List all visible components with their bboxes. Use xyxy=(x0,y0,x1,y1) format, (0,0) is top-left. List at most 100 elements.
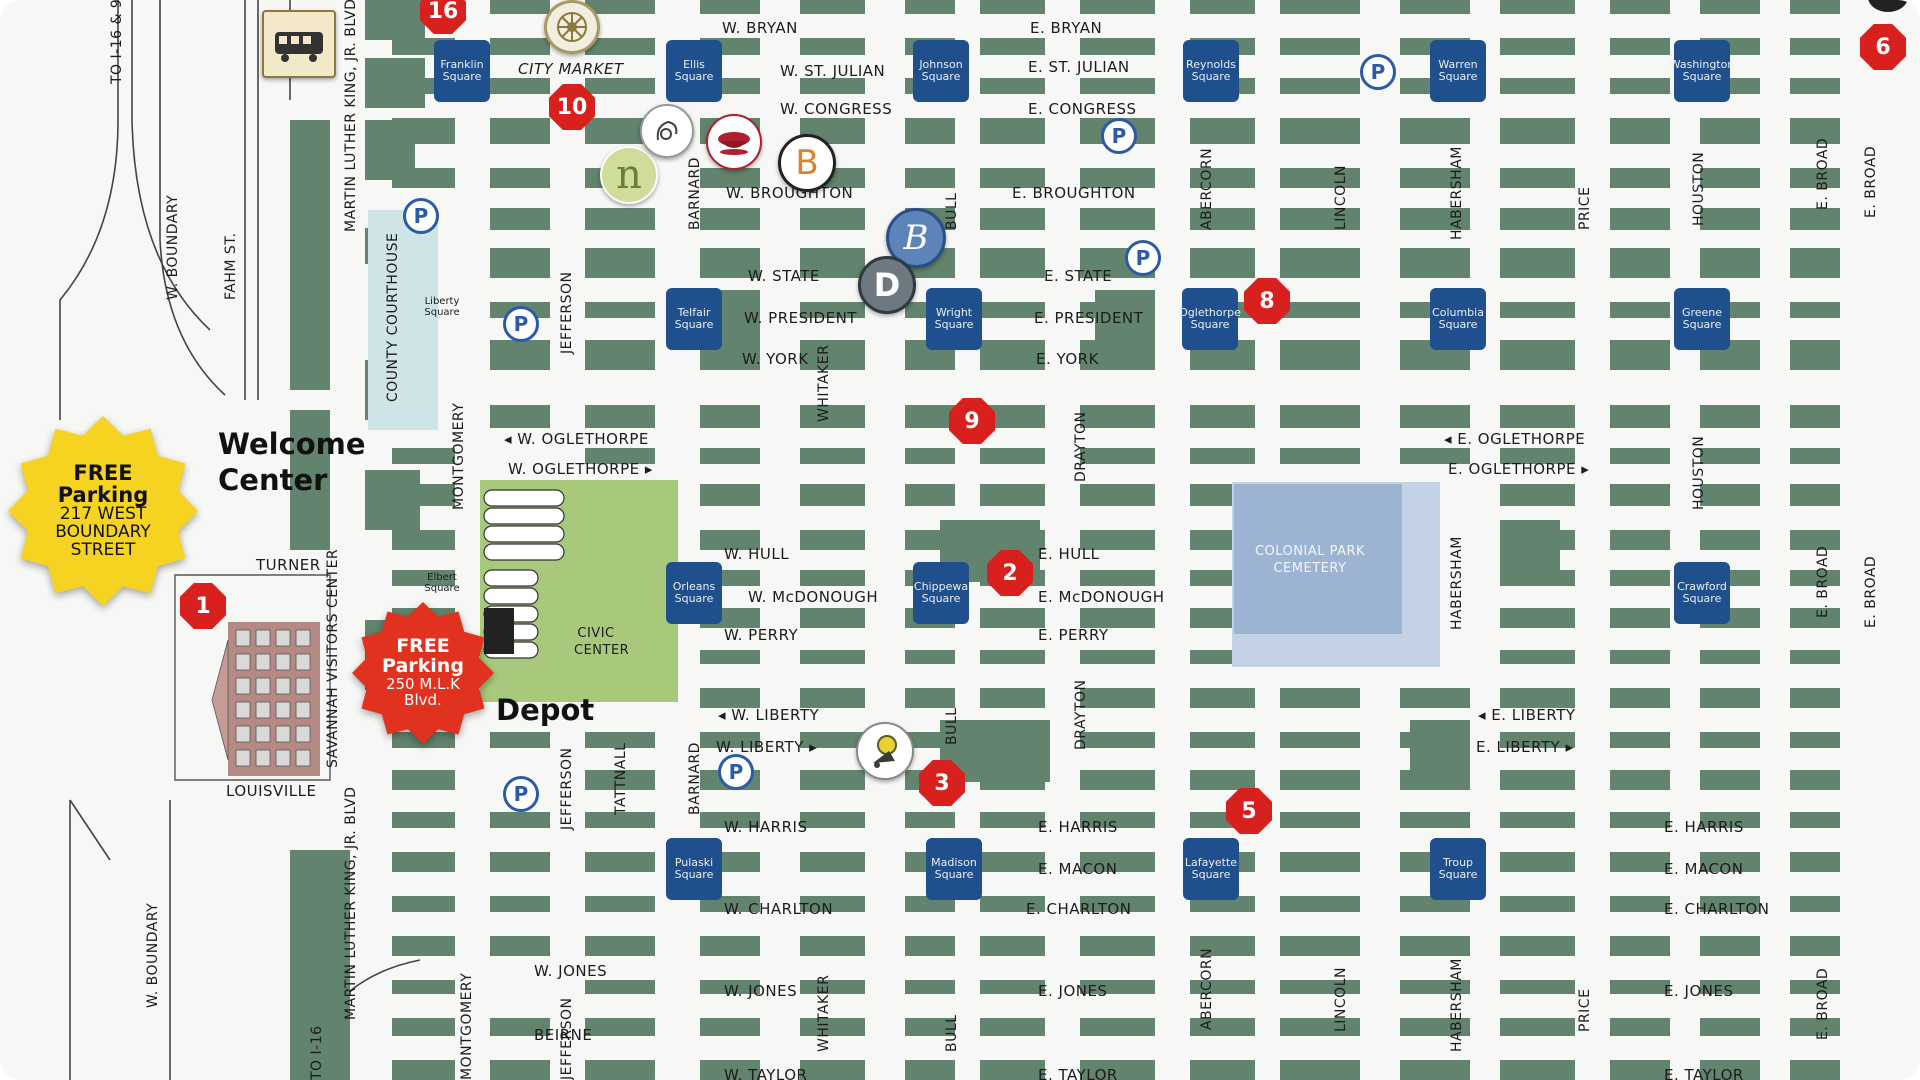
parking-icon[interactable]: P xyxy=(1360,54,1396,90)
marker-number: 10 xyxy=(556,94,588,120)
city-block xyxy=(1610,530,1670,550)
city-block xyxy=(1700,980,1760,994)
city-block xyxy=(980,688,1045,708)
square-marker[interactable]: Wright Square xyxy=(926,288,982,350)
civic-parking-bay xyxy=(483,569,539,587)
street-label-vertical: E. BROAD xyxy=(1863,145,1879,218)
city-block xyxy=(980,896,1045,912)
city-block xyxy=(1280,448,1360,464)
location-marker-5[interactable]: 5 xyxy=(1226,788,1272,834)
city-block xyxy=(980,608,1045,628)
square-marker[interactable]: Warren Square xyxy=(1430,40,1486,102)
location-marker-8[interactable]: 8 xyxy=(1244,278,1290,324)
city-block xyxy=(585,0,655,14)
street-label-vertical: BULL xyxy=(944,192,960,230)
location-marker-16[interactable]: 16 xyxy=(420,0,466,34)
city-block xyxy=(980,448,1045,464)
street-label-vertical: TATTNALL xyxy=(613,742,629,815)
city-block xyxy=(290,410,330,550)
city-block xyxy=(1080,770,1155,790)
city-block xyxy=(700,812,760,828)
location-marker-3[interactable]: 3 xyxy=(919,760,965,806)
street-label: W. CHARLTON xyxy=(724,900,834,918)
street-label: E. CHARLTON xyxy=(1664,900,1770,918)
city-block xyxy=(1280,38,1360,55)
city-block xyxy=(1500,340,1575,370)
restaurant-n-icon[interactable]: n xyxy=(600,146,658,204)
square-marker[interactable]: Oglethorpe Square xyxy=(1179,288,1241,350)
civic-center-building xyxy=(484,608,514,654)
street-label-vertical: ABERCORN xyxy=(1199,147,1215,230)
colonial-park-label: COLONIAL PARK CEMETERY xyxy=(1254,544,1366,576)
location-marker-6[interactable]: 6 xyxy=(1860,24,1906,70)
city-market-icon[interactable] xyxy=(544,0,600,54)
square-marker[interactable]: Greene Square xyxy=(1674,288,1730,350)
d-icon[interactable]: D xyxy=(858,256,916,314)
teacup-icon[interactable] xyxy=(706,114,762,170)
square-marker[interactable]: Madison Square xyxy=(926,838,982,900)
shell-icon[interactable] xyxy=(640,104,694,158)
square-marker[interactable]: Crawford Square xyxy=(1674,562,1730,624)
parking-icon[interactable]: P xyxy=(1101,118,1137,154)
city-block xyxy=(700,896,760,912)
location-marker-1[interactable]: 1 xyxy=(180,583,226,629)
location-marker-2[interactable]: 2 xyxy=(987,550,1033,596)
city-block xyxy=(1700,732,1760,748)
parking-icon[interactable]: P xyxy=(503,776,539,812)
city-block xyxy=(365,120,415,180)
city-block xyxy=(1790,608,1840,628)
parking-icon[interactable]: P xyxy=(503,306,539,342)
city-block xyxy=(700,0,760,14)
city-block xyxy=(1400,980,1470,994)
square-marker[interactable]: Elbert Square xyxy=(424,572,460,594)
trolley-icon[interactable] xyxy=(262,10,336,78)
city-block xyxy=(1280,688,1360,708)
parking-icon[interactable]: P xyxy=(718,754,754,790)
bakery-b-icon[interactable]: B xyxy=(778,134,836,192)
location-marker-10[interactable]: 10 xyxy=(549,84,595,130)
parking-icon[interactable]: P xyxy=(1125,240,1161,276)
square-marker[interactable]: Telfair Square xyxy=(666,288,722,350)
city-block xyxy=(700,248,760,278)
square-marker[interactable]: Liberty Square xyxy=(424,296,460,318)
city-block xyxy=(1500,852,1575,872)
city-block xyxy=(1400,1060,1470,1080)
square-marker[interactable]: Franklin Square xyxy=(434,40,490,102)
location-marker-9[interactable]: 9 xyxy=(949,398,995,444)
square-marker[interactable]: Reynolds Square xyxy=(1183,40,1239,102)
street-label: E. CHARLTON xyxy=(1026,900,1132,918)
square-marker[interactable]: Columbia Square xyxy=(1430,288,1486,350)
city-block xyxy=(1610,248,1670,278)
visitor-center-window xyxy=(295,749,311,767)
guided-tour-icon[interactable] xyxy=(856,722,914,780)
city-block xyxy=(1500,38,1575,55)
square-marker[interactable]: Washington Square xyxy=(1670,40,1734,102)
square-marker[interactable]: Troup Square xyxy=(1430,838,1486,900)
city-block xyxy=(980,405,1045,428)
visitor-center-window xyxy=(275,701,291,719)
street-label: W. OGLETHORPE ▸ xyxy=(508,460,653,478)
city-block xyxy=(1280,852,1360,872)
square-marker[interactable]: Lafayette Square xyxy=(1183,838,1239,900)
street-label: E. TAYLOR xyxy=(1038,1066,1118,1080)
city-block xyxy=(1190,248,1255,278)
street-label-vertical: E. BROAD xyxy=(1815,137,1831,210)
square-marker[interactable]: Orleans Square xyxy=(666,562,722,624)
square-marker[interactable]: Johnson Square xyxy=(913,40,969,102)
city-block xyxy=(1500,732,1575,748)
square-marker[interactable]: Pulaski Square xyxy=(666,838,722,900)
city-block xyxy=(490,340,550,370)
parking-icon[interactable]: P xyxy=(403,198,439,234)
street-label-vertical: HOUSTON xyxy=(1691,151,1707,226)
city-block xyxy=(700,1018,760,1036)
street-label: W. BROUGHTON xyxy=(726,184,854,202)
square-marker[interactable]: Chippewa Square xyxy=(913,562,969,624)
boutique-b-icon[interactable]: B xyxy=(886,208,946,268)
city-block xyxy=(800,0,865,14)
city-block xyxy=(1790,248,1840,278)
city-block xyxy=(980,168,1045,188)
square-marker[interactable]: Ellis Square xyxy=(666,40,722,102)
